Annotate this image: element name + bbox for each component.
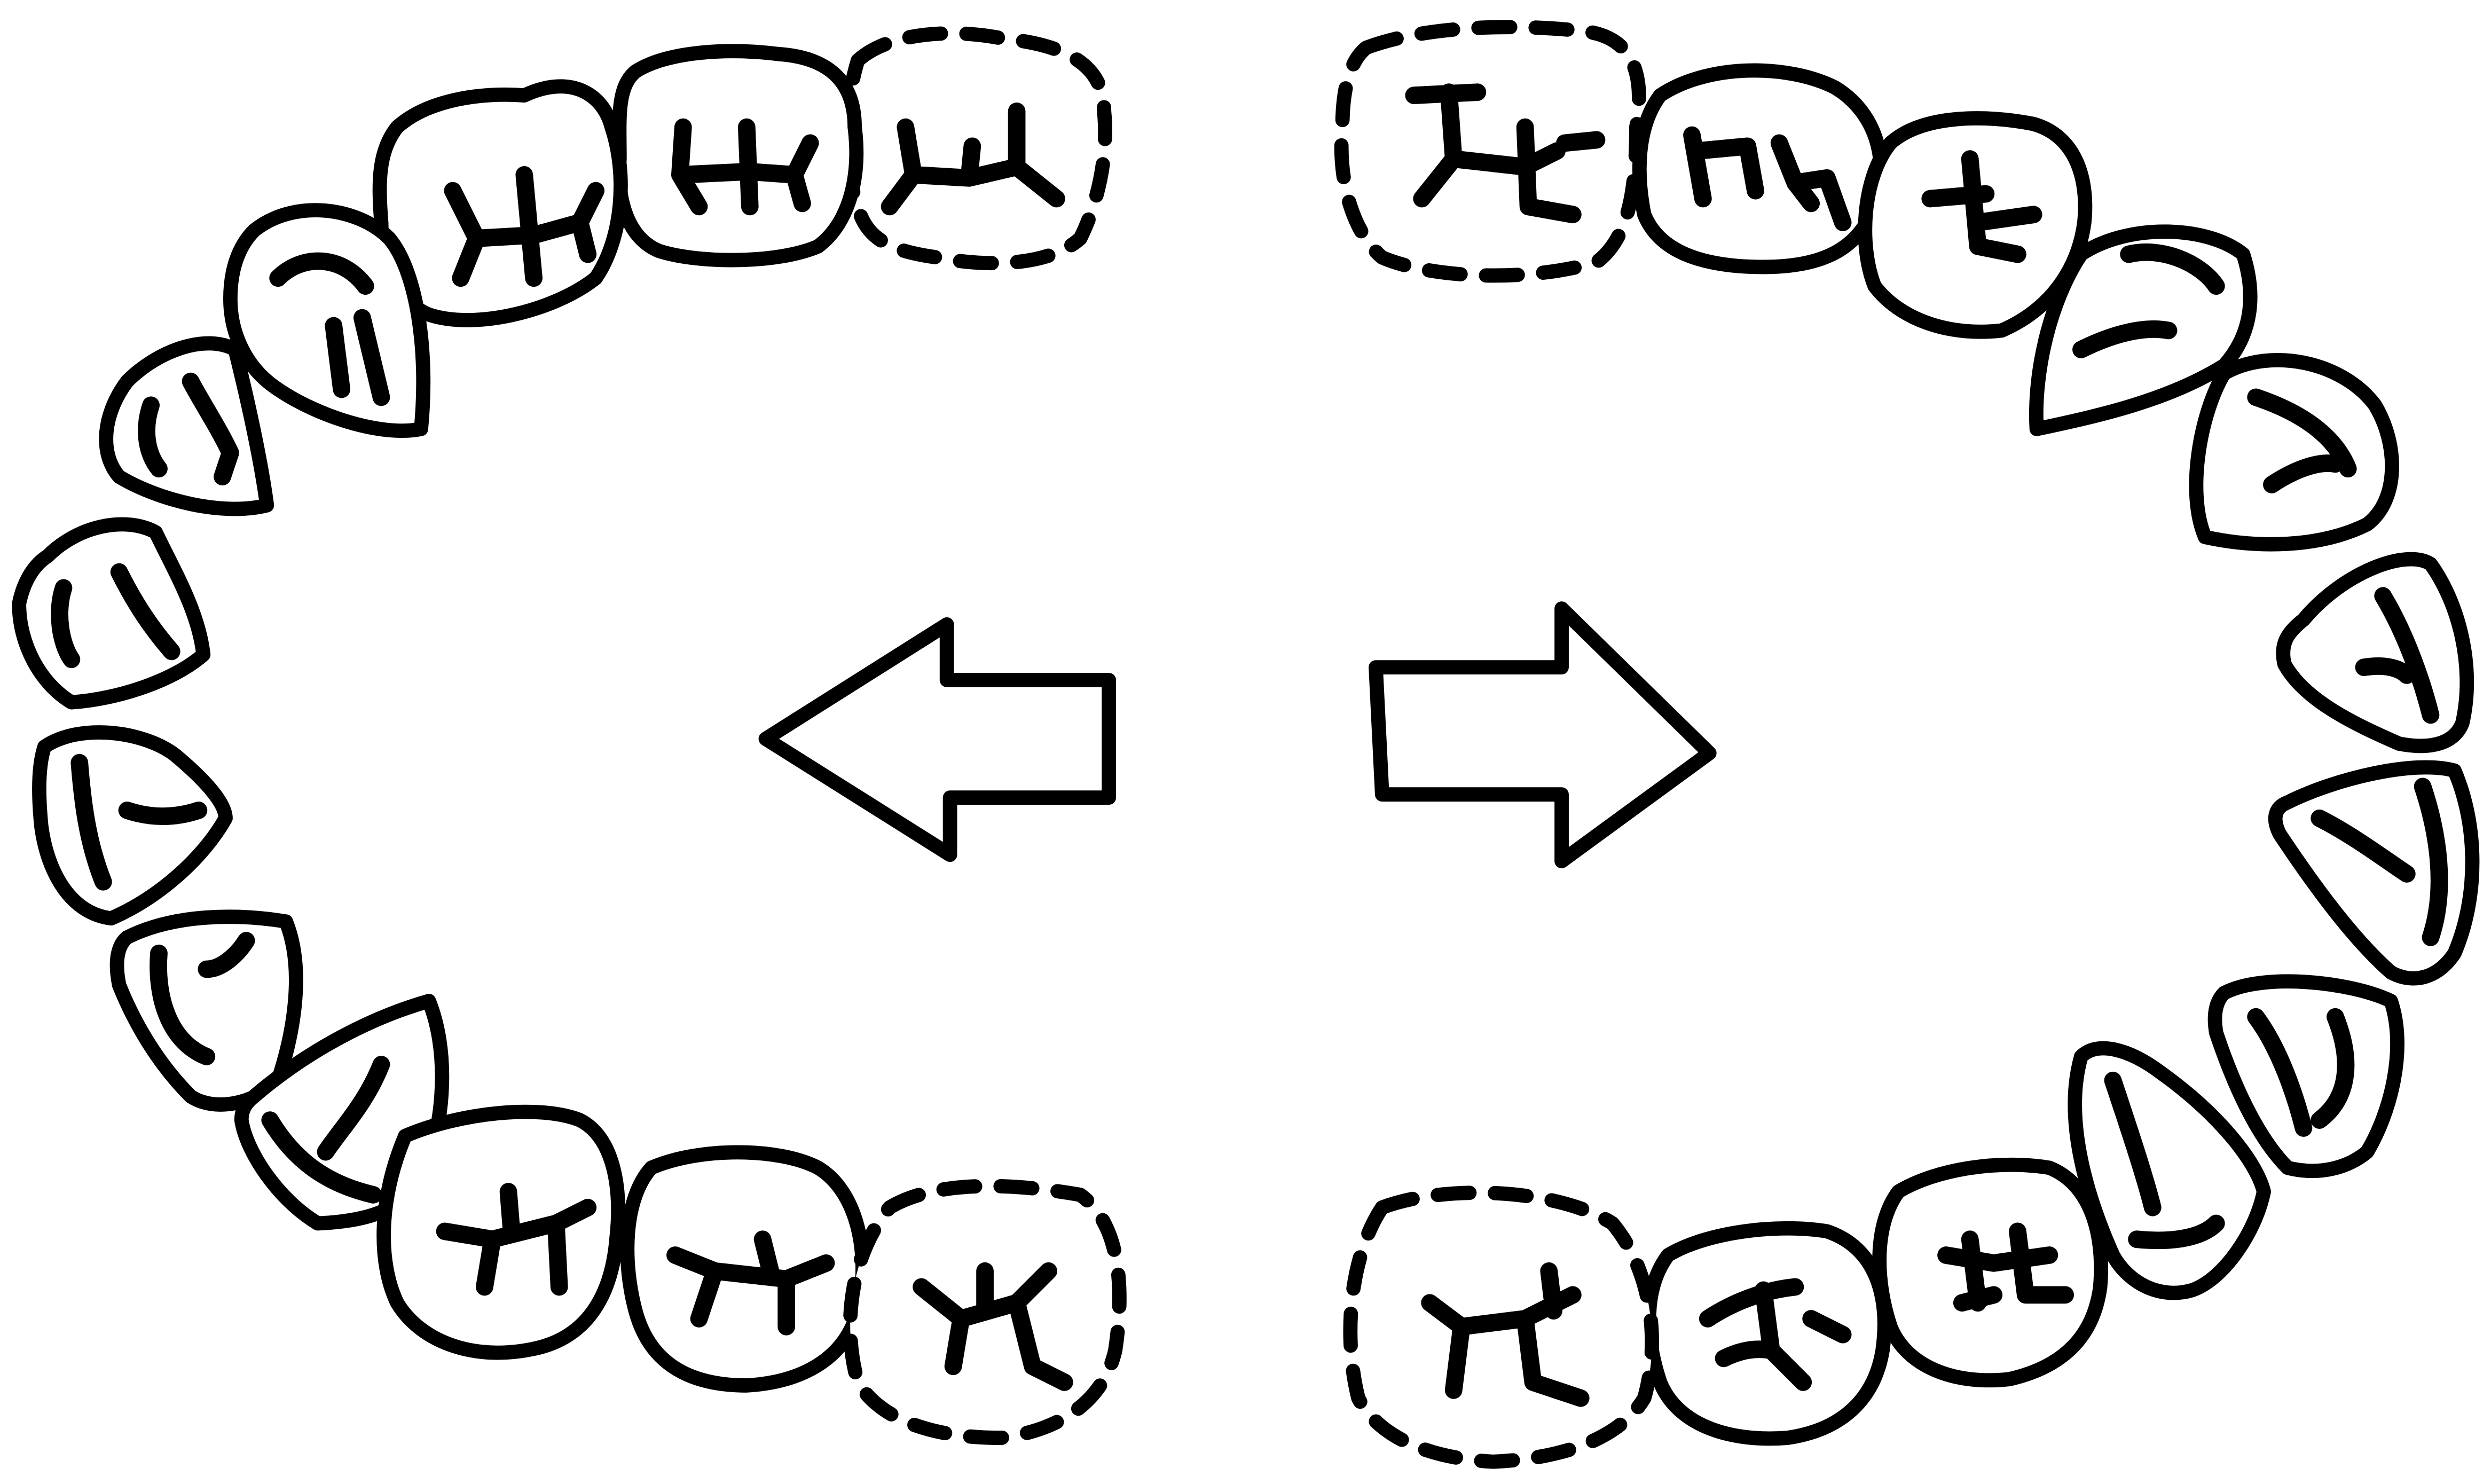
- tooth-lower-right-1st-premolar: [1872, 1157, 2109, 1388]
- tooth-lower-right-molar-dashed: [1343, 1185, 1660, 1469]
- arrow-left-icon: [758, 617, 1117, 862]
- tooth-upper-right-lateral-incisor: [2268, 760, 2480, 986]
- tooth-upper-left-3rd-molar-dashed: [840, 26, 1112, 271]
- tooth-lower-right-central-incisor: [2207, 974, 2404, 1178]
- tooth-upper-right-3rd-molar-dashed: [1334, 20, 1646, 283]
- tooth-lower-left-1st-premolar: [376, 1104, 625, 1360]
- tooth-lower-right-2nd-premolar: [1641, 1221, 1892, 1446]
- tooth-upper-right-1st-premolar: [2189, 353, 2400, 552]
- tooth-upper-right-2nd-molar: [1632, 63, 1888, 274]
- tooth-upper-left-2nd-premolar: [223, 203, 431, 438]
- tooth-upper-right-canine: [2276, 552, 2474, 753]
- tooth-lower-left-2nd-premolar: [620, 1145, 870, 1393]
- tooth-upper-left-lateral-incisor: [32, 725, 233, 926]
- arrow-right-icon: [1369, 601, 1717, 869]
- tooth-lower-left-molar-dashed: [843, 1179, 1127, 1445]
- tooth-upper-left-2nd-molar: [611, 44, 864, 268]
- tooth-upper-left-canine: [12, 517, 211, 710]
- tooth-upper-right-2nd-premolar: [2029, 224, 2258, 436]
- tooth-upper-left-1st-premolar: [99, 336, 274, 516]
